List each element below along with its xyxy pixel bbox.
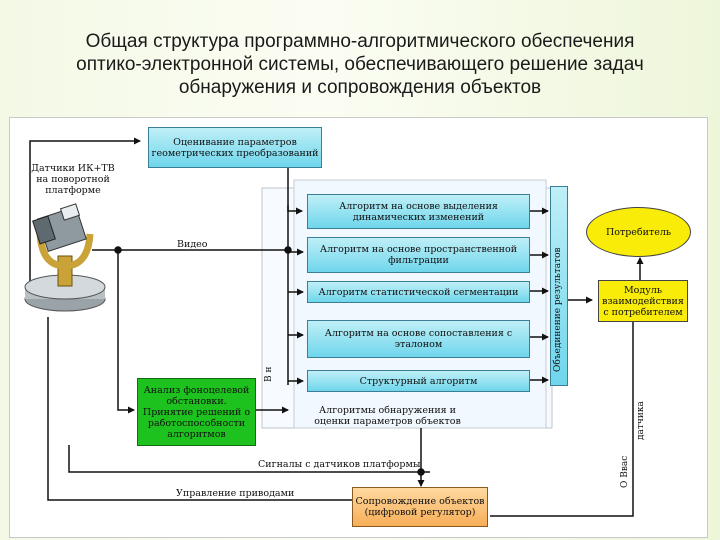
estimation-box: Оценивание параметров геометрических пре… [148,127,322,168]
side-small-label: В н [264,366,274,382]
drive-control-label: Управление приводами [176,488,295,499]
video-label: Видео [177,239,208,250]
platform-signals-label: Сигналы с датчиков платформы [258,459,421,470]
structural-algorithm-box: Структурный алгоритм [307,370,530,392]
spatial-filtering-algorithm-box: Алгоритм на основе пространственной филь… [307,237,530,273]
template-matching-algorithm-box: Алгоритм на основе сопоставления с этало… [307,320,530,358]
algorithms-group-label: Алгоритмы обнаружения и оценки параметро… [314,405,461,427]
object-tracking-box: Сопровождение объектов (цифровой регулят… [352,487,488,527]
title-line-3: обнаружения и сопровождения объектов [178,77,542,98]
title-line-2: оптико-электронной системы, обеспечивающ… [76,54,644,75]
title-line-1: Общая структура программно-алгоритмическ… [85,31,635,52]
results-merge-box [550,186,568,386]
bottom-right-label: О Ввас [620,455,630,488]
sensors-label: Датчики ИК+ТВ на поворотной платформе [31,163,115,196]
statistical-segmentation-algorithm-box: Алгоритм статистической сегментации [307,281,530,303]
slide-title: Общая структура программно-алгоритмическ… [30,30,690,99]
consumer-ellipse: Потребитель [586,207,691,257]
dynamic-changes-algorithm-box: Алгоритм на основе выделения динамически… [307,194,530,229]
sensor-vertical-label: датчика [636,401,646,440]
interaction-module-box: Модуль взаимодействия с потребителем [598,280,688,322]
background-analysis-box: Анализ фоноцелевой обстановки. Принятие … [137,378,256,446]
sensor-platform-icon [24,203,106,312]
results-merge-label: Объединение результатов [553,247,563,372]
